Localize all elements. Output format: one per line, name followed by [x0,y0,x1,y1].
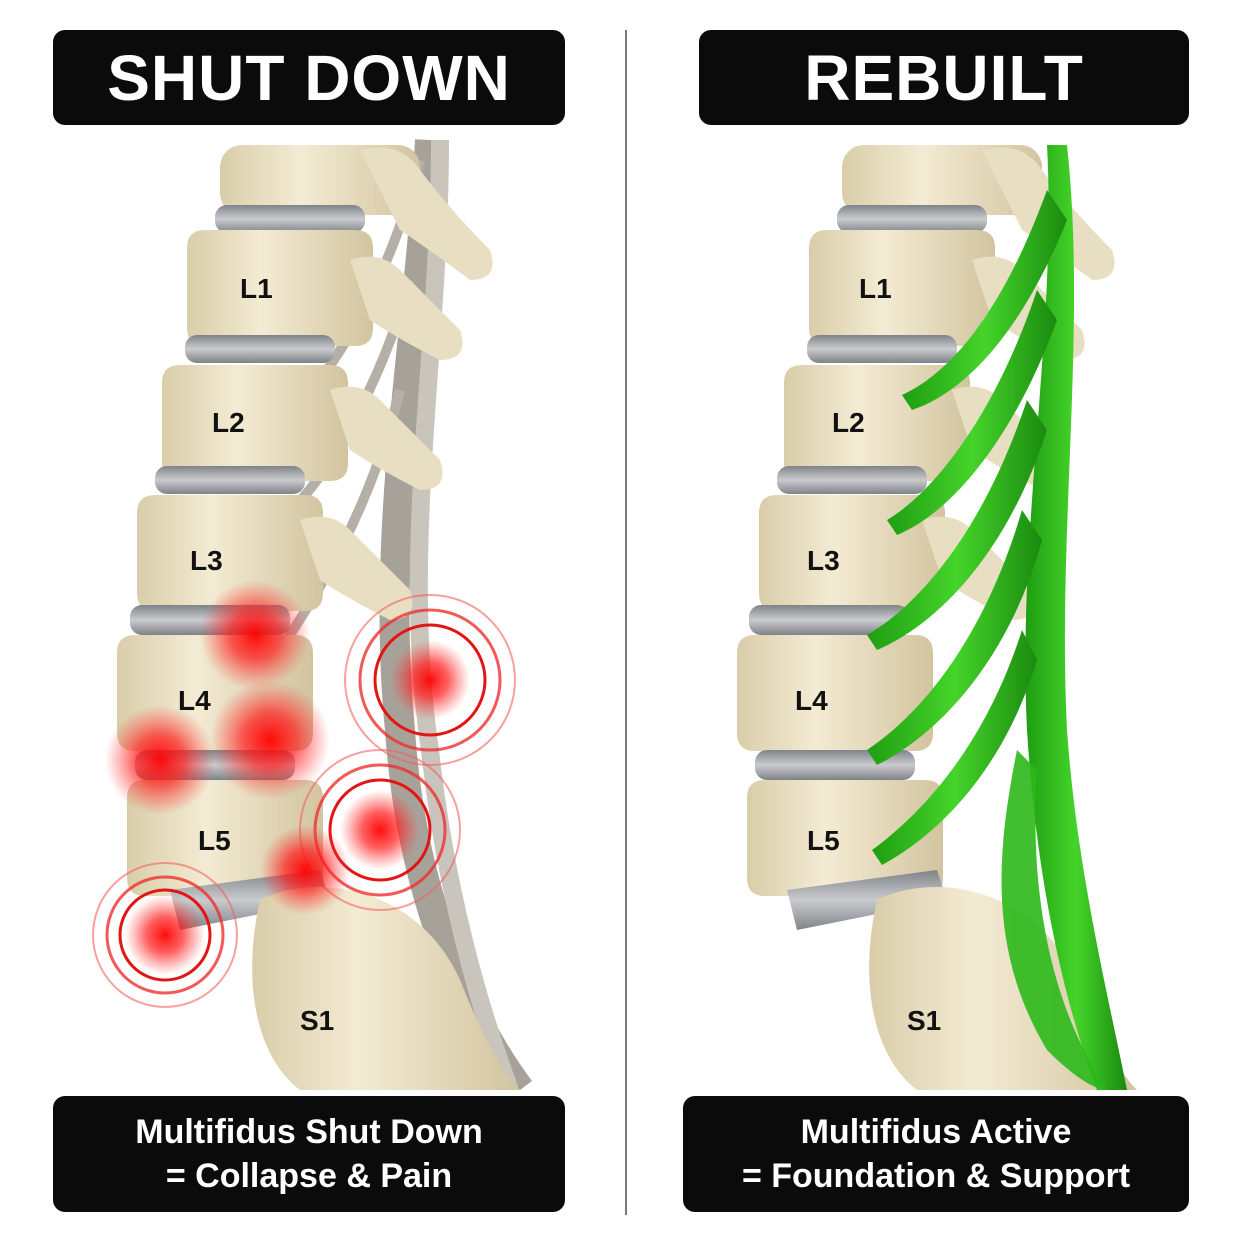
caption-line-2: = Collapse & Pain [165,1157,453,1195]
spine-illustration-shut-down: L1 L2 L3 L4 L5 S1 [92,139,533,1090]
panel-divider [625,30,627,1215]
vertebra-label-l3: L3 [190,545,223,576]
vertebra-label-s1: S1 [907,1005,941,1036]
vertebral-column-left [117,145,520,1090]
caption-rebuilt: Multifidus Active = Foundation & Support [683,1096,1189,1212]
multifidus-active [867,145,1127,1090]
caption-shut-down: Multifidus Shut Down = Collapse & Pain [53,1096,565,1212]
vertebra-label-l5: L5 [198,825,231,856]
panel-shut-down: SHUT DOWN [53,30,565,1212]
spine-illustration-rebuilt: L1 L2 L3 L4 L5 S1 [737,145,1137,1090]
vertebra-label-l2: L2 [832,407,865,438]
vertebra-label-l4: L4 [795,685,828,716]
pain-markers [92,580,516,1008]
panel-title-rebuilt: REBUILT [699,30,1189,125]
panel-rebuilt: REBUILT [627,0,1254,1254]
caption-line-2: = Foundation & Support [741,1157,1131,1195]
vertebra-label-l2: L2 [212,407,245,438]
panel-title-shut-down: SHUT DOWN [53,30,565,125]
vertebra-label-l1: L1 [240,273,273,304]
vertebra-label-s1: S1 [300,1005,334,1036]
caption-line-1: Multifidus Shut Down [135,1113,483,1151]
vertebra-label-l4: L4 [178,685,211,716]
vertebra-label-l3: L3 [807,545,840,576]
vertebra-label-l5: L5 [807,825,840,856]
caption-line-1: Multifidus Active [800,1113,1072,1151]
vertebra-label-l1: L1 [859,273,892,304]
